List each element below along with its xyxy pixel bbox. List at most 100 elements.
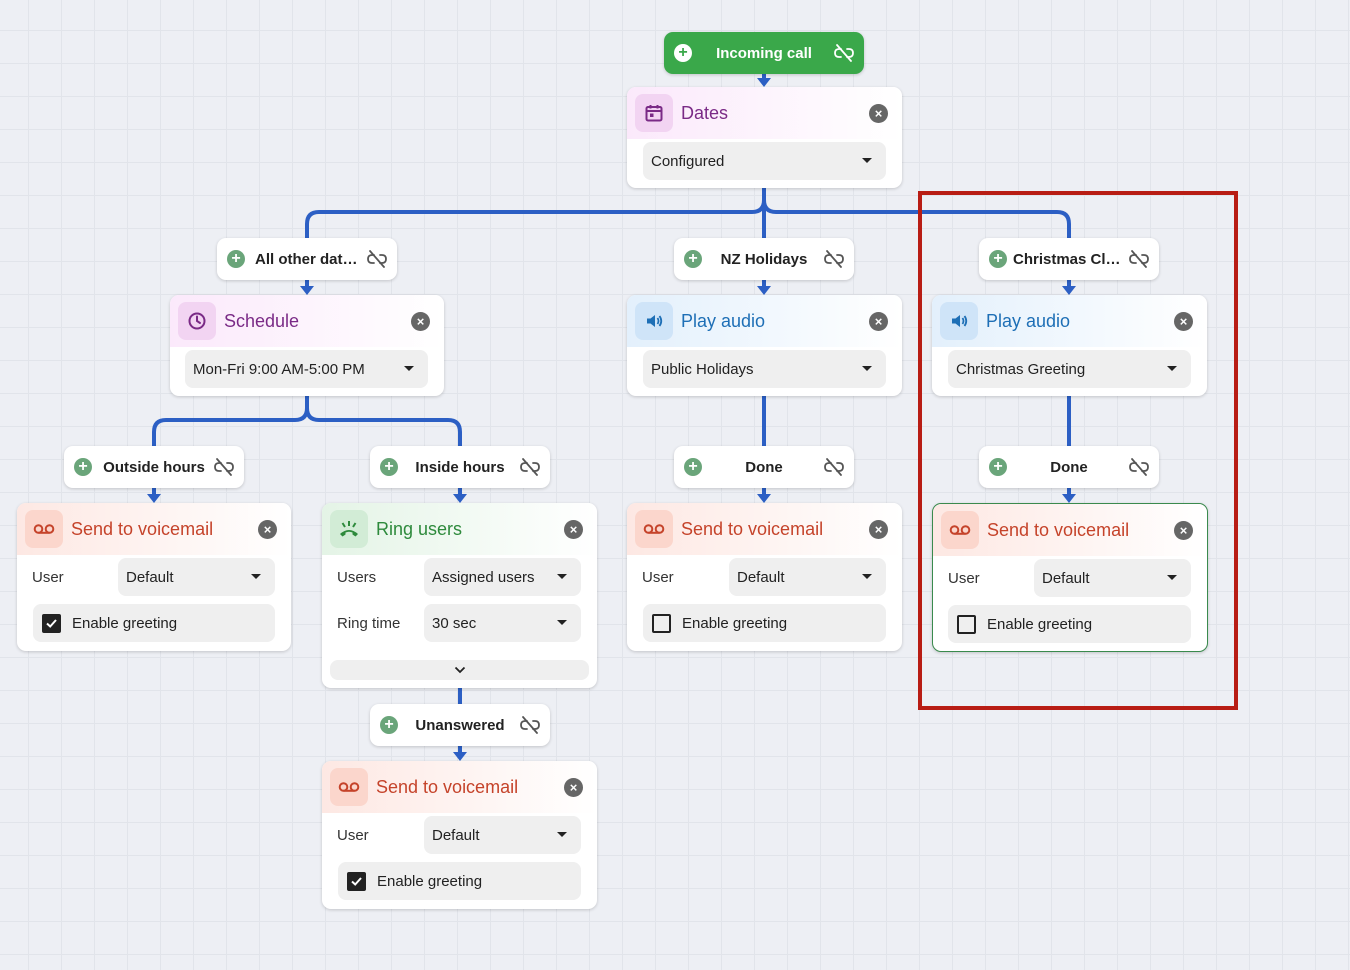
unlink-icon[interactable] <box>1129 458 1149 476</box>
dates-node[interactable]: Dates × Configured <box>627 87 902 188</box>
plus-circle-icon[interactable]: + <box>380 458 398 476</box>
unlink-icon[interactable] <box>520 458 540 476</box>
user-label: User <box>948 570 980 587</box>
user-select[interactable]: Default <box>729 558 886 596</box>
user-select[interactable]: Default <box>1034 559 1191 597</box>
voicemail-unanswered-node[interactable]: Send to voicemail × User Default Enable … <box>322 761 597 909</box>
user-select[interactable]: Default <box>424 816 581 854</box>
close-icon[interactable]: × <box>564 778 583 797</box>
branch-done-nz[interactable]: + Done <box>674 446 854 488</box>
schedule-node[interactable]: Schedule × Mon-Fri 9:00 AM-5:00 PM <box>170 295 444 396</box>
audio-select-value: Christmas Greeting <box>956 360 1086 378</box>
dates-title: Dates <box>681 102 729 123</box>
branch-inside-hours[interactable]: + Inside hours <box>370 446 550 488</box>
user-label: User <box>32 569 64 586</box>
ring-users-node[interactable]: Ring users × Users Assigned users Ring t… <box>322 503 597 688</box>
close-icon[interactable]: × <box>869 104 888 123</box>
checkbox-unchecked-icon[interactable] <box>652 613 671 633</box>
voicemail-nz-node[interactable]: Send to voicemail × User Default Enable … <box>627 503 902 651</box>
schedule-title: Schedule <box>224 310 300 331</box>
checkbox-unchecked-icon[interactable] <box>957 614 976 634</box>
branch-all-other-dates[interactable]: + All other dates <box>217 238 397 280</box>
unlink-icon[interactable] <box>824 250 844 268</box>
play-audio-christmas-node[interactable]: Play audio × Christmas Greeting <box>932 295 1207 396</box>
branch-label: Outside hours <box>103 458 205 476</box>
user-select[interactable]: Default <box>118 558 275 596</box>
unlink-icon[interactable] <box>834 44 854 62</box>
play-audio-title: Play audio <box>986 310 1071 331</box>
voicemail-icon <box>330 768 368 806</box>
user-label: User <box>337 827 369 844</box>
close-icon[interactable]: × <box>1174 312 1193 331</box>
caret-down-icon <box>404 366 414 371</box>
caret-down-icon <box>862 158 872 163</box>
user-label: User <box>642 569 674 586</box>
close-icon[interactable]: × <box>1174 521 1193 540</box>
user-select-value: Default <box>1042 569 1090 587</box>
ring-time-select-value: 30 sec <box>432 614 477 632</box>
dates-select-value: Configured <box>651 152 725 170</box>
checkbox-checked-icon[interactable] <box>347 871 366 891</box>
enable-greeting-checkbox[interactable]: Enable greeting <box>338 862 581 900</box>
checkbox-checked-icon[interactable] <box>42 613 61 633</box>
voicemail-title: Send to voicemail <box>681 518 824 539</box>
schedule-select-value: Mon-Fri 9:00 AM-5:00 PM <box>193 360 365 378</box>
caret-down-icon <box>557 832 567 837</box>
expand-button[interactable] <box>330 660 589 680</box>
plus-circle-icon[interactable]: + <box>684 250 702 268</box>
ring-time-select[interactable]: 30 sec <box>424 604 581 642</box>
branch-christmas[interactable]: + Christmas Clo… <box>979 238 1159 280</box>
play-audio-title: Play audio <box>681 310 766 331</box>
unlink-icon[interactable] <box>824 458 844 476</box>
unlink-icon[interactable] <box>520 716 540 734</box>
close-icon[interactable]: × <box>411 312 430 331</box>
users-select-value: Assigned users <box>432 568 535 586</box>
enable-greeting-checkbox[interactable]: Enable greeting <box>33 604 275 642</box>
branch-unanswered[interactable]: + Unanswered <box>370 704 550 746</box>
enable-greeting-checkbox[interactable]: Enable greeting <box>948 605 1191 643</box>
schedule-select[interactable]: Mon-Fri 9:00 AM-5:00 PM <box>185 350 428 388</box>
plus-circle-icon[interactable]: + <box>74 458 92 476</box>
audio-select[interactable]: Christmas Greeting <box>948 350 1191 388</box>
close-icon[interactable]: × <box>869 312 888 331</box>
plus-circle-icon[interactable]: + <box>674 44 692 62</box>
unlink-icon[interactable] <box>214 458 234 476</box>
branch-done-christmas[interactable]: + Done <box>979 446 1159 488</box>
incoming-call-node[interactable]: + Incoming call <box>664 32 864 74</box>
close-icon[interactable]: × <box>869 520 888 539</box>
caret-down-icon <box>862 366 872 371</box>
branch-label: All other dates <box>255 250 359 268</box>
users-label: Users <box>337 569 377 586</box>
enable-greeting-label: Enable greeting <box>682 614 788 632</box>
voicemail-icon <box>25 510 63 548</box>
play-audio-nz-node[interactable]: Play audio × Public Holidays <box>627 295 902 396</box>
close-icon[interactable]: × <box>564 520 583 539</box>
voicemail-outside-node[interactable]: Send to voicemail × User Default Enable … <box>17 503 291 651</box>
unlink-icon[interactable] <box>1129 250 1149 268</box>
audio-select[interactable]: Public Holidays <box>643 350 886 388</box>
close-icon[interactable]: × <box>258 520 277 539</box>
dates-select[interactable]: Configured <box>643 142 886 180</box>
branch-outside-hours[interactable]: + Outside hours <box>64 446 244 488</box>
branch-label: Inside hours <box>415 458 505 476</box>
plus-circle-icon[interactable]: + <box>989 250 1007 268</box>
audio-select-value: Public Holidays <box>651 360 754 378</box>
incoming-call-label: Incoming call <box>716 44 812 62</box>
branch-nz-holidays[interactable]: + NZ Holidays <box>674 238 854 280</box>
caret-down-icon <box>557 574 567 579</box>
plus-circle-icon[interactable]: + <box>989 458 1007 476</box>
voicemail-icon <box>941 511 979 549</box>
unlink-icon[interactable] <box>367 250 387 268</box>
plus-circle-icon[interactable]: + <box>227 250 245 268</box>
plus-circle-icon[interactable]: + <box>684 458 702 476</box>
user-select-value: Default <box>737 568 785 586</box>
caret-down-icon <box>1167 575 1177 580</box>
voicemail-icon <box>635 510 673 548</box>
enable-greeting-checkbox[interactable]: Enable greeting <box>643 604 886 642</box>
voicemail-title: Send to voicemail <box>987 519 1130 540</box>
users-select[interactable]: Assigned users <box>424 558 581 596</box>
voicemail-christmas-node[interactable]: Send to voicemail × User Default Enable … <box>932 503 1208 652</box>
voicemail-title: Send to voicemail <box>376 776 519 797</box>
calendar-icon <box>635 94 673 132</box>
plus-circle-icon[interactable]: + <box>380 716 398 734</box>
